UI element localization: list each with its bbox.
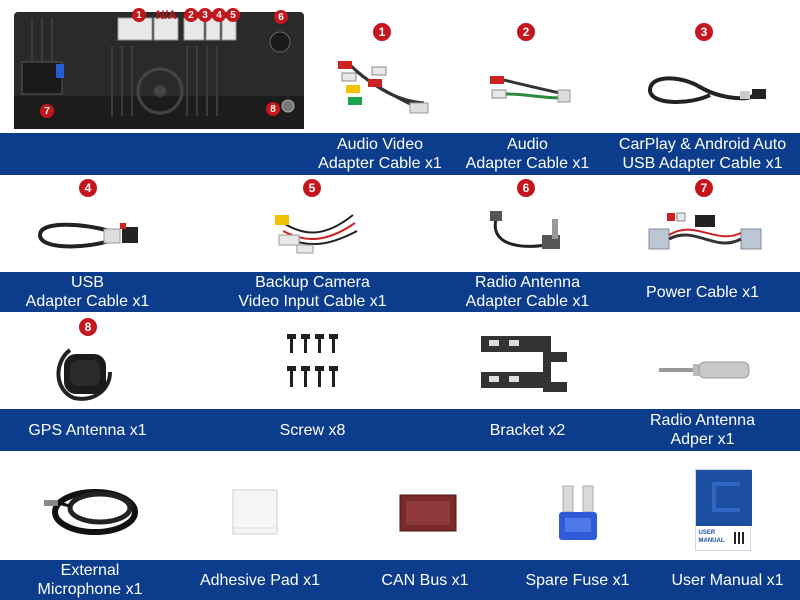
item-caption: CAN Bus x1 — [381, 571, 469, 589]
adhesive-pad-icon — [232, 489, 278, 535]
item-caption: Screw x8 — [279, 421, 346, 439]
port-marker-5: 5 — [226, 8, 240, 22]
caption-band-row3 — [0, 409, 800, 451]
item-number-badge: 6 — [517, 179, 535, 197]
item-brackets — [470, 325, 580, 400]
item-caption: Power Cable x1 — [646, 283, 759, 301]
item-user-manual: USER MANUAL — [690, 466, 755, 554]
backup-camera-cable-icon — [274, 214, 357, 254]
item-screws — [270, 330, 355, 395]
item-caption: Spare Fuse x1 — [525, 571, 630, 589]
port-marker-1: 1 — [132, 8, 146, 22]
item-can-bus — [390, 485, 465, 540]
caption-band-row4 — [0, 560, 800, 600]
port-marker-7: 7 — [40, 104, 54, 118]
port-marker-3: 3 — [198, 8, 212, 22]
bracket-icon — [481, 335, 567, 392]
radio-antenna-adapter-icon — [490, 211, 560, 249]
item-caption: Bracket x2 — [489, 421, 566, 439]
radio-antenna-adapter-plug-icon — [659, 361, 750, 379]
item-caption: Radio Antenna Adper x1 — [650, 412, 755, 448]
item-backup-camera-cable — [255, 200, 370, 270]
item-number-badge: 4 — [79, 179, 97, 197]
item-caption: Radio Antenna Adapter Cable x1 — [465, 274, 590, 310]
item-radio-antenna-adapter-cable — [470, 200, 580, 270]
item-number-badge: 3 — [695, 23, 713, 41]
item-number-badge: 5 — [303, 179, 321, 197]
caption-band-row1 — [0, 133, 800, 175]
item-caption: USB Adapter Cable x1 — [25, 274, 150, 310]
item-caption: Audio Adapter Cable x1 — [465, 136, 590, 172]
item-microphone — [35, 470, 145, 550]
item-number-badge: 7 — [695, 179, 713, 197]
caption-band-row2 — [0, 272, 800, 312]
audio-adapter-cable-icon — [489, 76, 570, 103]
item-number-badge: 8 — [79, 318, 97, 336]
item-caption: Adhesive Pad x1 — [199, 571, 321, 589]
can-bus-icon — [399, 494, 456, 531]
item-number-badge: 1 — [373, 23, 391, 41]
item-usb-adapter-cable — [25, 200, 150, 270]
usb-adapter-cable-icon — [38, 222, 138, 249]
item-radio-antenna-plug — [650, 345, 760, 395]
user-manual-icon: USER MANUAL — [694, 469, 752, 551]
item-av-adapter-cable — [320, 46, 445, 130]
item-caption: User Manual x1 — [671, 571, 784, 589]
item-caption: External Microphone x1 — [37, 562, 143, 598]
item-usb-carplay-cable — [635, 50, 775, 130]
item-caption: GPS Antenna x1 — [28, 421, 147, 439]
item-adhesive-pad — [225, 482, 285, 542]
microphone-icon — [44, 489, 138, 535]
item-caption: Backup Camera Video Input Cable x1 — [238, 274, 387, 310]
item-caption: Audio Video Adapter Cable x1 — [318, 136, 442, 172]
port-marker-8: 8 — [266, 102, 280, 116]
av-adapter-cable-icon — [337, 61, 428, 114]
port-marker-6: 6 — [274, 10, 288, 24]
item-audio-adapter-cable — [465, 46, 590, 130]
item-spare-fuse — [550, 478, 605, 548]
usb-carplay-cable-icon — [648, 76, 766, 104]
gps-antenna-icon — [56, 348, 112, 401]
item-caption: CarPlay & Android Auto USB Adapter Cable… — [618, 136, 787, 172]
qr-code-icon — [733, 532, 746, 544]
manual-title-line1: USER — [698, 530, 716, 536]
item-gps-antenna — [40, 338, 130, 406]
head-unit-icon — [14, 12, 304, 129]
screw-icon — [286, 333, 338, 387]
manual-title-line2: MANUAL — [698, 538, 725, 544]
item-power-cable — [640, 200, 770, 270]
item-number-badge: 2 — [517, 23, 535, 41]
port-na-label: N/A — [156, 8, 177, 22]
port-marker-4: 4 — [212, 8, 226, 22]
head-unit-rear-panel: 1 N/A 2 3 4 5 6 7 8 — [12, 6, 307, 131]
power-cable-icon — [648, 212, 762, 250]
fuse-icon — [558, 485, 597, 540]
port-marker-2: 2 — [184, 8, 198, 22]
